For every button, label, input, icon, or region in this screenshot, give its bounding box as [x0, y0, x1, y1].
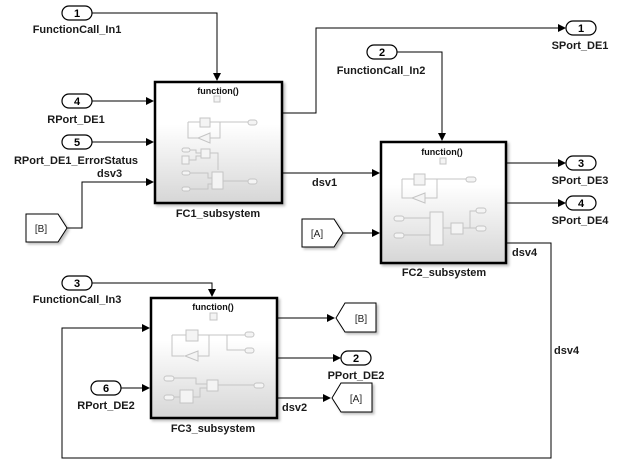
inport-number: 6 [103, 383, 109, 395]
inport-label: RPort_DE1 [47, 114, 104, 126]
subsystem-name: FC3_subsystem [171, 423, 256, 435]
subsystem-contents-icon [181, 95, 258, 192]
outport-2[interactable]: 2 PPort_DE2 [328, 350, 385, 382]
fc3-subsystem[interactable]: function() FC3_subsystem [149, 296, 279, 435]
wire-in2-to-fc2[interactable] [397, 51, 446, 141]
from-tag: [B] [35, 224, 47, 235]
trigger-label: function() [421, 147, 462, 157]
subsystem-name: FC1_subsystem [176, 208, 261, 220]
inport-5[interactable]: 5 RPort_DE1_ErrorStatus [14, 134, 138, 167]
from-block-b[interactable]: [B] [25, 213, 68, 243]
signal-label-dsv2: dsv2 [282, 402, 307, 414]
wire-in3-to-fc3[interactable] [92, 282, 216, 297]
inport-number: 5 [74, 137, 80, 149]
inport-number: 2 [379, 47, 385, 59]
signal-label-dsv4: dsv4 [512, 247, 538, 259]
wire-dsv4[interactable] [61, 242, 552, 459]
signal-label-dsv3: dsv3 [97, 168, 122, 180]
inport-number: 3 [74, 278, 80, 290]
wire-in1-to-fc1[interactable] [92, 12, 221, 81]
inport-label: FunctionCall_In1 [33, 24, 122, 36]
wire-fc1-to-out1[interactable] [282, 24, 566, 114]
inport-number: 1 [74, 8, 80, 20]
from-tag: [A] [311, 229, 323, 240]
fc2-subsystem[interactable]: function() FC2_subsystem [379, 140, 508, 279]
inport-label: FunctionCall_In3 [33, 294, 122, 306]
outport-label: PPort_DE2 [328, 370, 385, 382]
signal-label-dsv1: dsv1 [312, 177, 337, 189]
goto-tag: [B] [355, 314, 367, 325]
signal-lines [61, 12, 566, 459]
goto-block-b[interactable]: [B] [335, 302, 377, 333]
inport-label: RPort_DE1_ErrorStatus [14, 155, 138, 167]
outport-label: SPort_DE4 [552, 215, 610, 227]
outport-label: SPort_DE3 [552, 175, 609, 187]
outport-number: 3 [578, 158, 584, 170]
trigger-label: function() [197, 86, 238, 96]
signal-label-dsv4-side: dsv4 [554, 345, 580, 357]
outport-1[interactable]: 1 SPort_DE1 [552, 20, 609, 52]
outport-number: 4 [578, 198, 585, 210]
subsystem-contents-icon [393, 157, 487, 246]
trigger-label: function() [192, 302, 233, 312]
inport-label: FunctionCall_In2 [337, 65, 426, 77]
subsystem-name: FC2_subsystem [402, 267, 487, 279]
inport-3[interactable]: 3 FunctionCall_In3 [33, 275, 122, 306]
outport-number: 1 [578, 23, 584, 35]
goto-tag: [A] [350, 394, 362, 405]
subsystem-contents-icon [163, 312, 265, 404]
inport-6[interactable]: 6 RPort_DE2 [77, 380, 135, 412]
inport-number: 4 [74, 96, 81, 108]
inport-1[interactable]: 1 FunctionCall_In1 [33, 5, 122, 36]
outport-4[interactable]: 4 SPort_DE4 [552, 195, 610, 227]
wire-dsv3[interactable] [67, 178, 154, 229]
outport-3[interactable]: 3 SPort_DE3 [552, 155, 609, 187]
inport-4[interactable]: 4 RPort_DE1 [47, 93, 105, 126]
from-block-a[interactable]: [A] [301, 218, 344, 248]
inport-2[interactable]: 2 FunctionCall_In2 [337, 44, 426, 77]
outport-label: SPort_DE1 [552, 40, 609, 52]
goto-block-a[interactable]: [A] [331, 382, 373, 413]
outport-number: 2 [353, 353, 359, 365]
fc1-subsystem[interactable]: function() FC1_subsystem [153, 80, 284, 220]
inport-label: RPort_DE2 [77, 400, 134, 412]
